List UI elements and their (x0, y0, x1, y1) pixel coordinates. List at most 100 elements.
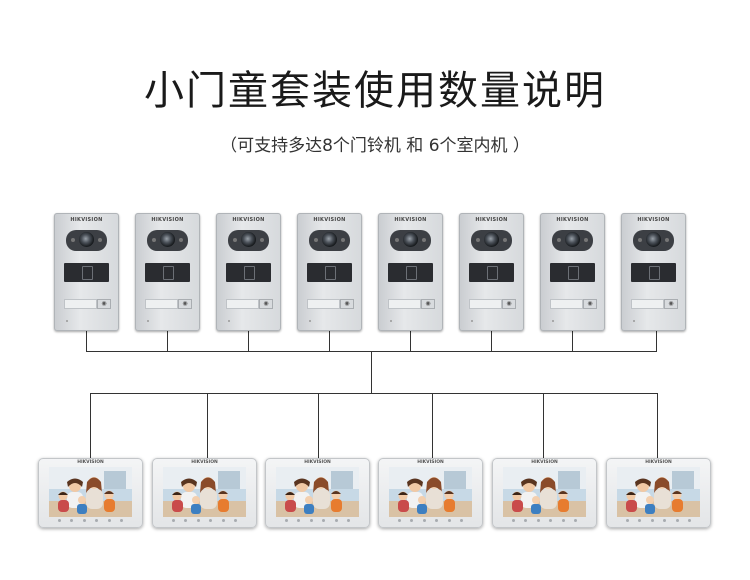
camera-icon (160, 232, 175, 247)
brand-logo: HIKVISION (70, 217, 103, 223)
monitor-screen (389, 467, 472, 517)
family-photo-image (276, 467, 359, 517)
brand-logo: HIKVISION (191, 460, 218, 465)
camera-icon (241, 232, 256, 247)
card-reader (145, 263, 190, 282)
brand-logo: HIKVISION (313, 217, 346, 223)
wire-trunk (371, 351, 372, 393)
indoor-monitor: HIKVISION (152, 458, 257, 528)
call-button-icon: ◉ (421, 299, 435, 309)
card-reader (469, 263, 514, 282)
card-icon (487, 266, 498, 280)
wire-monitor-drop (318, 393, 319, 458)
wire-door-drop (491, 331, 492, 352)
camera-window (147, 230, 188, 251)
card-reader (388, 263, 433, 282)
monitor-keys (512, 519, 577, 524)
name-plate (631, 299, 664, 309)
camera-window (633, 230, 674, 251)
door-station: HIKVISION ◉ (135, 213, 200, 331)
brand-logo: HIKVISION (475, 217, 508, 223)
card-icon (406, 266, 417, 280)
card-reader (307, 263, 352, 282)
page-title: 小门童套装使用数量说明 (144, 68, 606, 114)
call-button-icon: ◉ (340, 299, 354, 309)
camera-icon (79, 232, 94, 247)
monitor-screen (503, 467, 586, 517)
mic-icon (552, 320, 554, 322)
mic-icon (228, 320, 230, 322)
monitor-screen (617, 467, 700, 517)
call-button-icon: ◉ (97, 299, 111, 309)
call-button-icon: ◉ (178, 299, 192, 309)
camera-icon (403, 232, 418, 247)
monitor-keys (172, 519, 237, 524)
indoor-monitor: HIKVISION (38, 458, 143, 528)
monitor-screen (163, 467, 246, 517)
camera-window (66, 230, 107, 251)
indoor-monitor: HIKVISION (492, 458, 597, 528)
camera-window (228, 230, 269, 251)
brand-logo: HIKVISION (531, 460, 558, 465)
monitor-screen (276, 467, 359, 517)
wire-door-drop (410, 331, 411, 352)
brand-logo: HIKVISION (417, 460, 444, 465)
wire-door-drop (86, 331, 87, 352)
wire-monitor-drop (207, 393, 208, 458)
brand-logo: HIKVISION (394, 217, 427, 223)
card-icon (163, 266, 174, 280)
monitor-keys (58, 519, 123, 524)
card-icon (82, 266, 93, 280)
name-plate (388, 299, 421, 309)
brand-logo: HIKVISION (151, 217, 184, 223)
call-button-icon: ◉ (664, 299, 678, 309)
card-reader (631, 263, 676, 282)
family-photo-image (503, 467, 586, 517)
card-icon (568, 266, 579, 280)
camera-icon (484, 232, 499, 247)
door-station: HIKVISION ◉ (378, 213, 443, 331)
camera-icon (565, 232, 580, 247)
card-icon (244, 266, 255, 280)
door-station: HIKVISION ◉ (621, 213, 686, 331)
wire-monitor-bus (90, 393, 658, 394)
name-plate (469, 299, 502, 309)
door-station: HIKVISION ◉ (540, 213, 605, 331)
card-reader (64, 263, 109, 282)
door-station: HIKVISION ◉ (216, 213, 281, 331)
brand-logo: HIKVISION (645, 460, 672, 465)
indoor-monitor: HIKVISION (378, 458, 483, 528)
camera-icon (322, 232, 337, 247)
camera-window (390, 230, 431, 251)
wire-door-drop (329, 331, 330, 352)
card-reader (226, 263, 271, 282)
camera-icon (646, 232, 661, 247)
monitor-keys (626, 519, 691, 524)
brand-logo: HIKVISION (556, 217, 589, 223)
card-icon (325, 266, 336, 280)
brand-logo: HIKVISION (77, 460, 104, 465)
wire-monitor-drop (657, 393, 658, 458)
monitor-keys (285, 519, 350, 524)
name-plate (145, 299, 178, 309)
brand-logo: HIKVISION (304, 460, 331, 465)
mic-icon (471, 320, 473, 322)
mic-icon (309, 320, 311, 322)
family-photo-image (389, 467, 472, 517)
wire-door-drop (248, 331, 249, 352)
name-plate (307, 299, 340, 309)
indoor-monitor: HIKVISION (606, 458, 711, 528)
call-button-icon: ◉ (583, 299, 597, 309)
mic-icon (147, 320, 149, 322)
mic-icon (633, 320, 635, 322)
family-photo-image (617, 467, 700, 517)
monitor-keys (398, 519, 463, 524)
wire-monitor-drop (90, 393, 91, 458)
name-plate (64, 299, 97, 309)
camera-window (471, 230, 512, 251)
door-station: HIKVISION ◉ (297, 213, 362, 331)
monitor-screen (49, 467, 132, 517)
name-plate (550, 299, 583, 309)
page-subtitle: （可支持多达8个门铃机 和 6个室内机 ） (220, 136, 530, 156)
wire-monitor-drop (432, 393, 433, 458)
